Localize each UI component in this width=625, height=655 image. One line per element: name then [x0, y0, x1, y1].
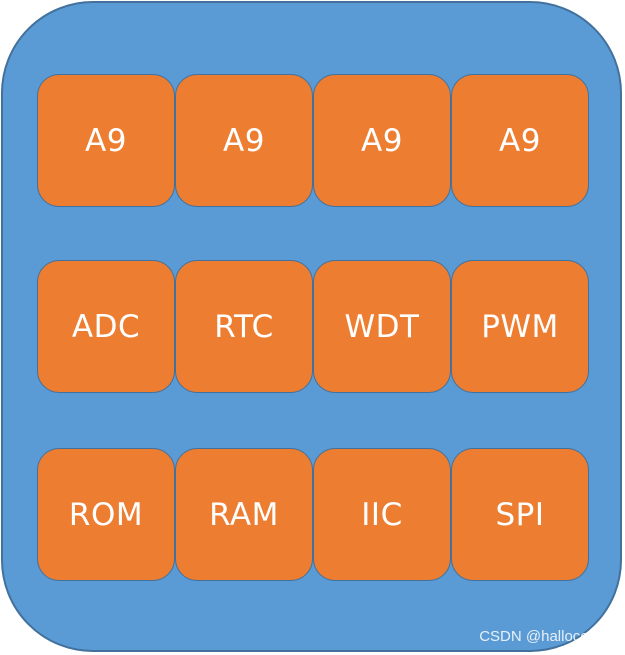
block-rtc: RTC: [175, 260, 313, 393]
block-rom: ROM: [37, 448, 175, 581]
block-iic: IIC: [313, 448, 451, 581]
block-ram: RAM: [175, 448, 313, 581]
block-spi: SPI: [451, 448, 589, 581]
cpu-core-row: A9 A9 A9 A9: [37, 74, 589, 207]
memory-bus-row: ROM RAM IIC SPI: [37, 448, 589, 581]
block-adc: ADC: [37, 260, 175, 393]
block-cpu-core-2: A9: [175, 74, 313, 207]
peripheral-row: ADC RTC WDT PWM: [37, 260, 589, 393]
watermark-text: CSDN @hallocou: [479, 628, 597, 645]
block-wdt: WDT: [313, 260, 451, 393]
block-pwm: PWM: [451, 260, 589, 393]
block-cpu-core-4: A9: [451, 74, 589, 207]
block-cpu-core-3: A9: [313, 74, 451, 207]
block-cpu-core-1: A9: [37, 74, 175, 207]
